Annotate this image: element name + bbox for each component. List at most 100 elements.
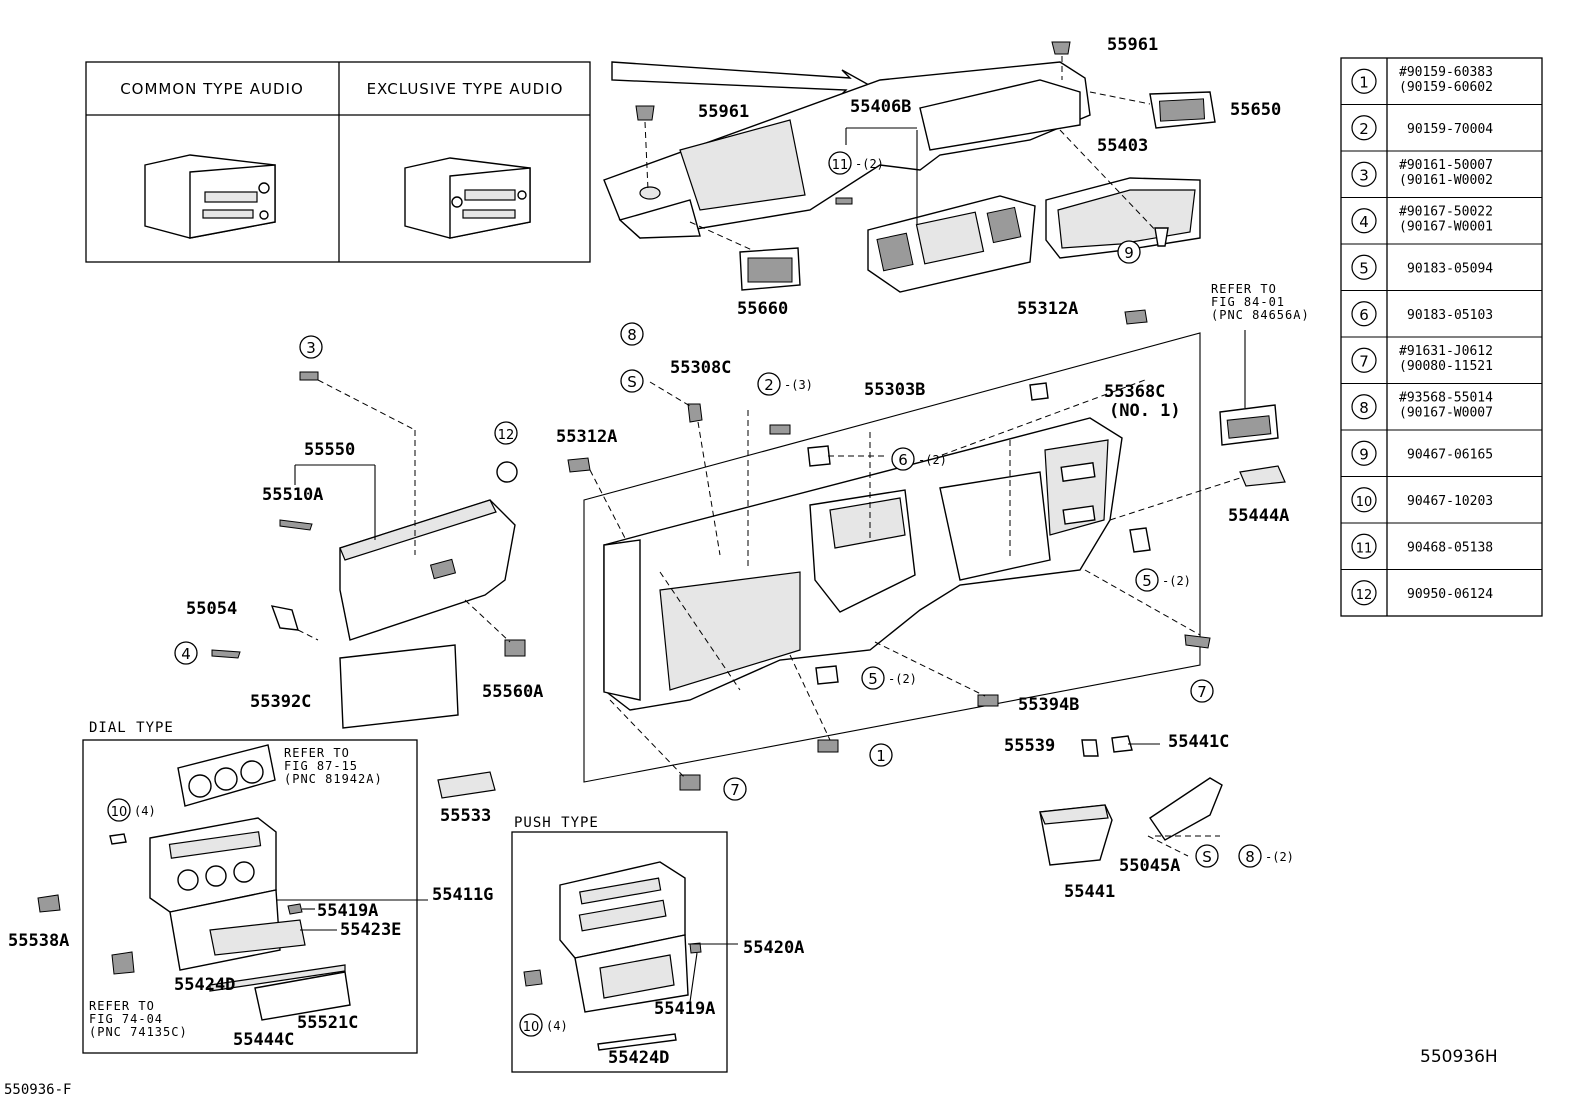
circled-ref-2: 2 -(3): [757, 372, 813, 396]
circled-ref-number: 11: [832, 158, 849, 173]
circled-ref-number: S: [1202, 848, 1212, 866]
parts-table-part-number: #90161-50007: [1399, 158, 1493, 173]
audio-type-table: COMMON TYPE AUDIO EXCLUSIVE TYPE AUDIO: [85, 61, 591, 263]
figure-reference-line: REFER TO: [89, 999, 155, 1013]
common-audio-unit-drawing: [144, 154, 276, 239]
circled-ref-s: S: [1195, 844, 1219, 868]
part-label-55444c: 55444C: [233, 1030, 294, 1050]
parts-table-ref-number: 8: [1359, 399, 1369, 417]
circled-ref-number: 5: [1142, 572, 1152, 590]
circled-ref-qty: -(2): [1162, 574, 1191, 588]
part-label-55303b: 55303B: [864, 380, 925, 400]
circled-ref-8: 8: [620, 322, 644, 346]
parts-table-part-number: #90159-60383: [1399, 65, 1493, 80]
part-label-55308c: 55308C: [670, 358, 731, 378]
part-label-55411g: 55411G: [432, 885, 493, 905]
fastener-drawings: [609, 309, 1286, 866]
parts-table-row: 7#91631-J0612(90080-11521: [1351, 344, 1493, 374]
part-label-55419a: 55419A: [317, 901, 378, 921]
circled-ref-number: 1: [876, 747, 886, 765]
parts-table-part-number: (90161-W0002: [1399, 173, 1493, 188]
parts-table-part-number: 90950-06124: [1407, 587, 1493, 602]
diagram-id-left: 550936-F: [4, 1082, 71, 1098]
part-label-55424d: 55424D: [174, 975, 235, 995]
parts-table-ref-number: 4: [1359, 213, 1369, 231]
part-label-55406b: 55406B: [850, 97, 911, 117]
parts-table-part-number: (90167-W0001: [1399, 220, 1493, 235]
part-label-55660: 55660: [737, 299, 788, 319]
dial-type-panel: [82, 739, 428, 1054]
circled-ref-10: 10(4): [107, 798, 156, 822]
circled-ref-number: 9: [1124, 244, 1134, 262]
part-label-55521c: 55521C: [297, 1013, 358, 1033]
circled-ref-number: 10: [523, 1020, 540, 1035]
parts-table-part-number: 90467-10203: [1407, 494, 1493, 509]
instrument-panel-lower: [583, 332, 1201, 783]
parts-table-row: 4#90167-50022(90167-W0001: [1351, 205, 1493, 235]
part-label-55539: 55539: [1004, 736, 1055, 756]
circled-ref-qty: -(2): [855, 157, 884, 171]
part-label-55650: 55650: [1230, 100, 1281, 120]
circled-ref-6: 6-(2): [891, 447, 947, 471]
part-label-55312a: 55312A: [556, 427, 617, 447]
parts-table-ref-number: 6: [1359, 306, 1369, 324]
part-label-55419a: 55419A: [654, 999, 715, 1019]
part-label-55538a: 55538A: [8, 931, 69, 951]
parts-table-part-number: 90183-05103: [1407, 308, 1493, 323]
figure-reference-line: (PNC 74135C): [89, 1025, 188, 1039]
circled-ref-9: 9: [1117, 240, 1141, 264]
circled-ref-5: 5-(2): [861, 666, 917, 690]
parts-table-ref-number: 2: [1359, 120, 1369, 138]
parts-table-ref-number: 9: [1359, 445, 1369, 463]
figure-reference-line: REFER TO: [1211, 282, 1277, 296]
circled-ref-8: 8-(2): [1238, 844, 1294, 868]
parts-table-row: 1#90159-60383(90159-60602: [1351, 65, 1493, 95]
circled-ref-number: 7: [730, 781, 740, 799]
parts-table-ref-number: 7: [1359, 352, 1369, 370]
parts-table-ref-number: 11: [1356, 541, 1373, 556]
parts-table-part-number: (90159-60602: [1399, 80, 1493, 95]
parts-table-part-number: 90467-06165: [1407, 447, 1493, 462]
circled-ref-11: 11 -(2): [828, 151, 884, 175]
part-label-55054: 55054: [186, 599, 237, 619]
circled-ref-qty: (4): [134, 804, 156, 818]
circled-ref-number: 8: [1245, 848, 1255, 866]
figure-reference-line: FIG 74-04: [89, 1012, 163, 1026]
diagram-id-right: 550936H: [1420, 1047, 1498, 1067]
part-label-55424d: 55424D: [608, 1048, 669, 1068]
part-label-55961: 55961: [698, 102, 749, 122]
parts-table-part-number: 90183-05094: [1407, 261, 1493, 276]
circled-ref-number: 4: [181, 645, 191, 663]
circled-ref-number: S: [627, 373, 637, 391]
circled-ref-7: 7: [1190, 679, 1214, 703]
figure-reference-line: FIG 84-01: [1211, 295, 1285, 309]
part-label-55403: 55403: [1097, 136, 1148, 156]
circled-ref-12: 12: [494, 421, 518, 445]
circled-ref-3: 3: [299, 335, 323, 359]
parts-table-row: 5 90183-05094: [1351, 254, 1493, 280]
part-label-55441c: 55441C: [1168, 732, 1229, 752]
part-label-no1: (NO. 1): [1109, 401, 1181, 421]
parts-table-row: 8#93568-55014(90167-W0007: [1351, 391, 1493, 421]
part-label-55510a: 55510A: [262, 485, 323, 505]
figure-reference-line: (PNC 84656A): [1211, 308, 1310, 322]
figure-reference-line: REFER TO: [284, 746, 350, 760]
circled-ref-10: 10(4): [519, 1013, 568, 1037]
circled-ref-s: S: [620, 369, 644, 393]
circled-ref-number: 2: [764, 376, 774, 394]
part-label-55368c: 55368C: [1104, 382, 1165, 402]
audio-header-common: COMMON TYPE AUDIO: [120, 80, 304, 98]
parts-table-part-number: 90159-70004: [1407, 122, 1493, 137]
exclusive-audio-unit-drawing: [404, 157, 531, 239]
parts-table-part-number: #93568-55014: [1399, 391, 1493, 406]
circled-ref-qty: -(3): [784, 378, 813, 392]
parts-table-ref-number: 5: [1359, 259, 1369, 277]
part-label-55312a: 55312A: [1017, 299, 1078, 319]
parts-table-row: 3#90161-50007(90161-W0002: [1351, 158, 1493, 188]
part-label-55560a: 55560A: [482, 682, 543, 702]
